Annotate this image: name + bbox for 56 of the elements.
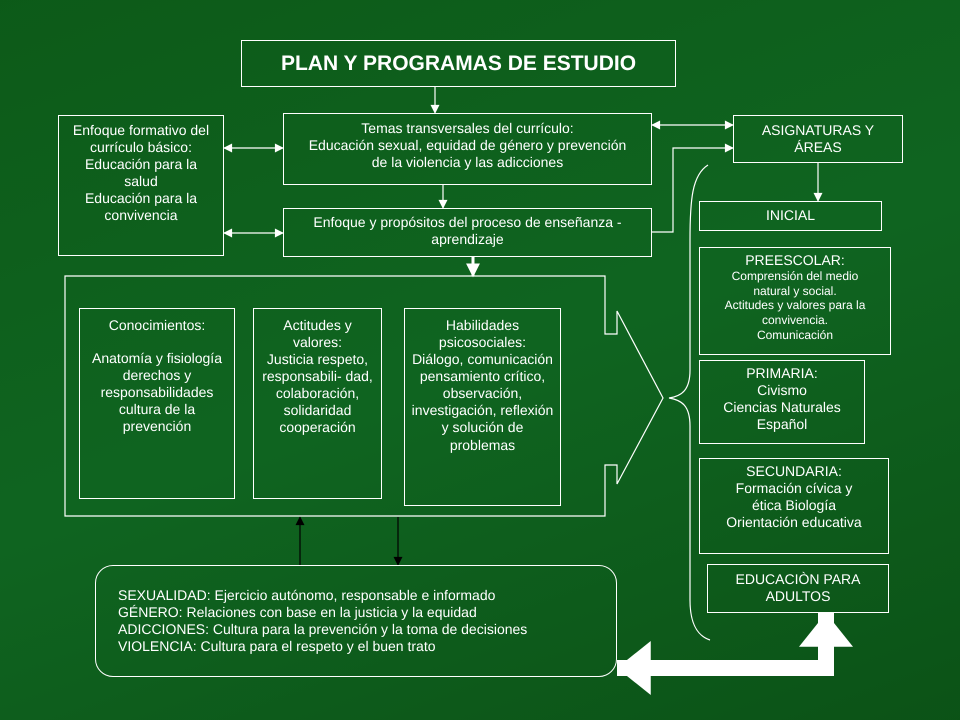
process-box [707,564,889,613]
box-heading: Habilidades psicosociales: [438,317,528,352]
box-text: ASIGNATURAS Y ÁREAS [760,122,876,156]
box-text: Educación sexual, equidad de género y prevención de la violencia y las adicciones [308,137,628,172]
arrow [652,144,734,233]
box-heading: Actitudes y valores: [282,317,353,352]
box-text: Español [756,416,808,434]
box-heading: Conocimientos: [108,317,206,334]
title-box [241,40,676,87]
arrow [651,120,734,130]
box-text: Enfoque y propósitos del proceso de enseñanza - aprendizaje [312,214,623,248]
box-text: INICIAL [766,207,815,225]
process-box [253,308,382,499]
process-box [699,247,891,355]
text-line: VIOLENCIA: Cultura para el respeto y el buen trato [118,638,436,656]
block-arrow [617,613,853,695]
process-box [699,360,865,444]
box-text: Formación cívica y ética Biología [734,480,854,514]
arrow [814,163,822,202]
arrow [438,185,448,209]
box-heading: Temas transversales del currículo: [361,120,574,138]
process-box [79,308,235,499]
box-text: Anatomía y fisiología derechos y responsabilidades cultura de la prevención [91,350,223,436]
text-line: GÉNERO: Relaciones con base en la justicia y la equidad [118,604,477,621]
box-heading: PRIMARIA: [746,365,818,382]
arrow [466,257,480,278]
box-heading: PREESCOLAR: [745,252,845,270]
box-text: Justicia respeto, responsabili- dad, colaboración, solidaridad cooperación [261,351,374,437]
box-text: Educación para la salud [84,156,198,190]
box-text: Diálogo, comunicación pensamiento crítico, observación, investigación, reflexión y solución de problemas [410,351,554,454]
box-text: EDUCACIÒN PARA ADULTOS [734,571,862,606]
process-box [699,458,889,554]
process-box [283,113,652,185]
text-line: SEXUALIDAD: Ejercicio autónomo, responsable e informado [118,586,496,604]
box-text: Ciencias Naturales [723,399,841,416]
box-heading: SECUNDARIA: [746,463,842,480]
box-text: Orientación educativa [726,514,862,532]
arrow [430,87,440,114]
box-text: Educación para la convivencia [84,190,198,224]
box-text: Civismo [757,382,807,400]
arrow [296,516,304,565]
process-box [404,308,561,506]
box-text: Comprensión del medio natural y social. [730,269,860,298]
process-box [699,201,882,231]
process-box [283,208,652,257]
process-box [58,115,224,256]
text-line: ADICCIONES: Cultura para la prevención y la toma de decisiones [118,621,528,638]
arrow [394,517,402,566]
box-heading: Enfoque formativo del currículo básico: [72,122,210,156]
box-text: PLAN Y PROGRAMAS DE ESTUDIO [280,50,636,76]
box-text: Comunicación [756,328,834,342]
process-box [733,115,903,163]
box-text: Actitudes y valores para la convivencia. [724,298,866,328]
rounded-box [95,565,617,677]
arrow [223,228,284,238]
arrow [223,144,284,152]
